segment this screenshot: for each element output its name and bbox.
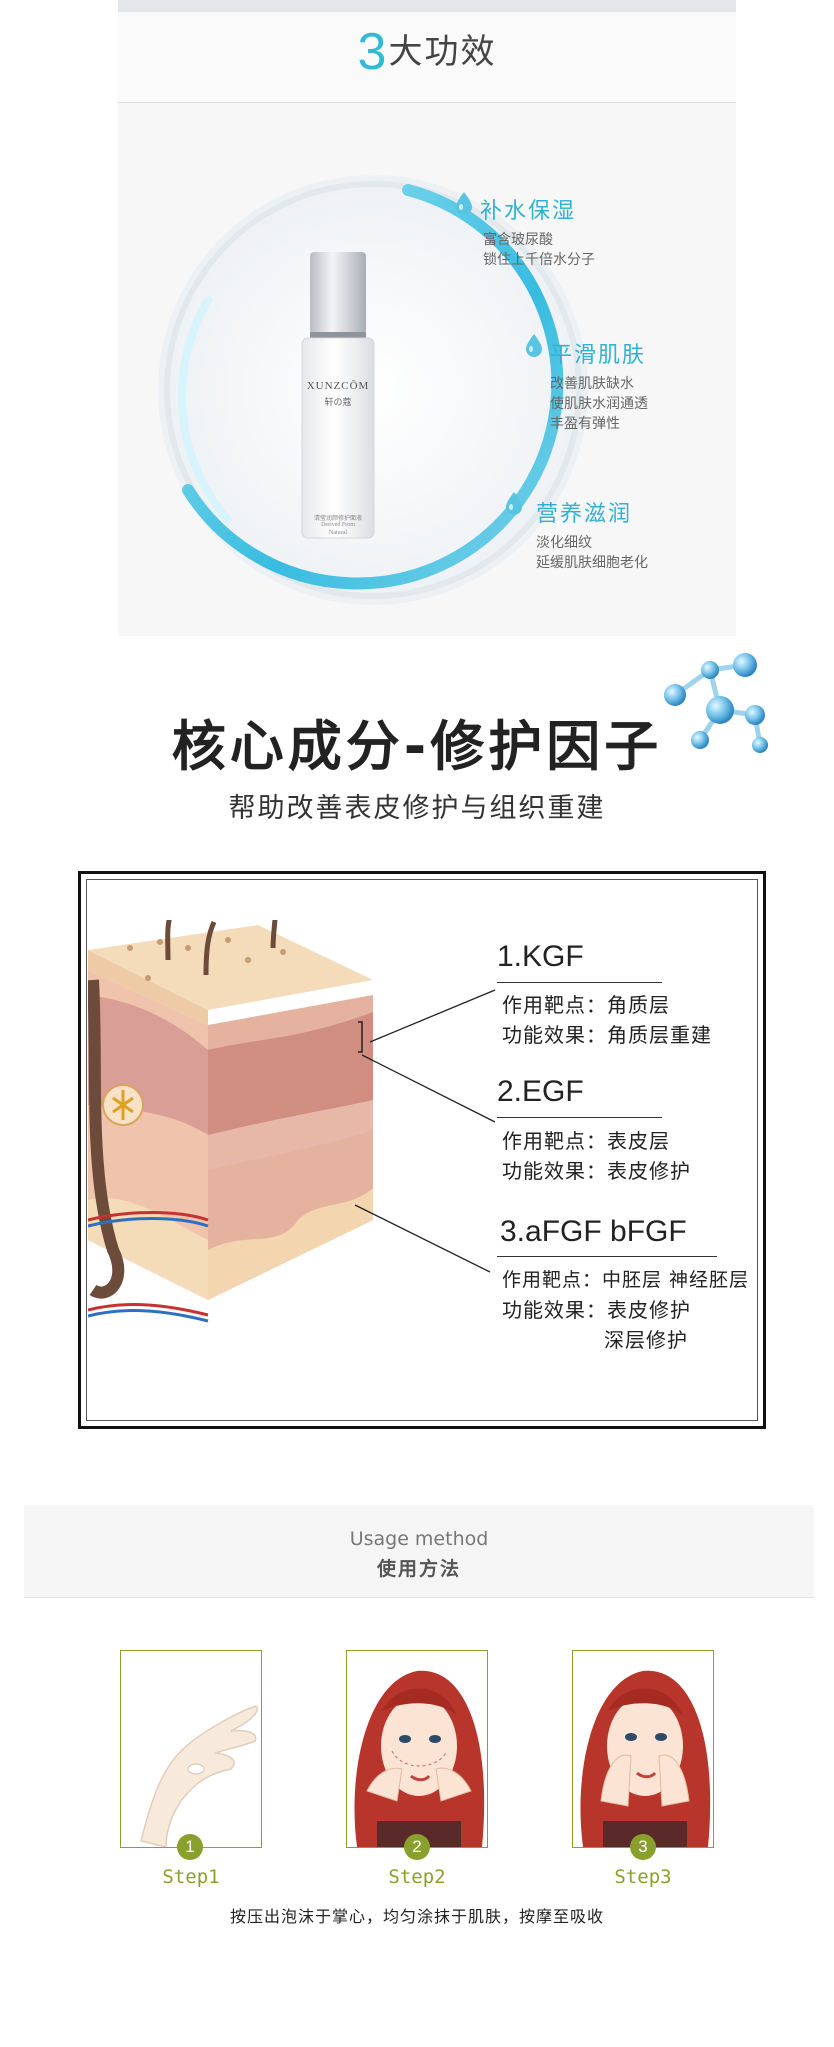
effect-line: 丰盈有弹性 (550, 416, 620, 432)
usage-title-en: Usage method (349, 1528, 489, 1550)
step-label: Step2 (388, 1866, 446, 1888)
effect-title-hydrate: 补水保湿 (480, 199, 577, 224)
factor-rule (497, 982, 662, 983)
product-brand: XUNZCŌM (306, 380, 370, 392)
step-label: Step1 (162, 1866, 220, 1888)
water-drop-icon (506, 492, 522, 515)
product-brand-cn: 轩の蔻 (324, 398, 352, 408)
effect-line: 淡化细纹 (536, 535, 592, 551)
effect-line: 延缓肌肤细胞老化 (536, 555, 648, 571)
step-2-image (346, 1650, 488, 1848)
usage-header-band (24, 1505, 814, 1598)
usage-title-cn: 使用方法 (376, 1558, 461, 1580)
top-bar (118, 0, 736, 12)
factor-line: 作用靶点：表皮层 (502, 1129, 670, 1153)
factor-rule (497, 1256, 717, 1257)
usage-instruction: 按压出泡沫于掌心，均匀涂抹于肌肤，按摩至吸收 (229, 1907, 604, 1926)
core-title: 核心成分-修护因子 (171, 715, 663, 778)
effect-line: 锁住上千倍水分子 (483, 252, 595, 268)
effect-title-nourish: 营养滋润 (536, 502, 633, 527)
factor-line: 深层修护 (604, 1328, 688, 1352)
step-number: 1 (177, 1834, 203, 1860)
effects-title-number: 3 (357, 23, 389, 81)
face-massage-illustration (354, 1670, 485, 1847)
effect-line: 使肌肤水润通透 (550, 396, 648, 412)
palm-illustration (140, 1705, 258, 1847)
product-bottle (301, 252, 375, 539)
factor-line: 功能效果：表皮修护 (502, 1298, 691, 1322)
effects-title: 3大功效 (118, 22, 736, 82)
diagram-inner-border (86, 879, 758, 1421)
skin-layer-diagram (88, 920, 373, 1323)
product-label-line2: Derived From (321, 522, 355, 528)
face-rinse-illustration (580, 1670, 711, 1847)
product-label-line1: 清莹润颜修护面液 (313, 515, 362, 522)
step-number: 2 (404, 1834, 430, 1860)
factor-rule (497, 1117, 662, 1118)
product-label-line3: Natural (329, 530, 347, 536)
molecule-icon (664, 653, 768, 753)
effect-line: 富含玻尿酸 (483, 232, 553, 248)
step-label: Step3 (614, 1866, 672, 1888)
step-3-image (572, 1650, 714, 1848)
water-drop-icon (526, 334, 542, 357)
factor-line: 作用靶点：中胚层 神经胚层 (502, 1269, 750, 1291)
effects-title-text: 大功效 (388, 32, 497, 72)
effects-section: 3大功效 (118, 0, 736, 636)
effect-title-smooth: 平滑肌肤 (550, 343, 647, 368)
factor-name-kgf: 1.KGF (497, 940, 584, 973)
factor-line: 功能效果：表皮修护 (502, 1159, 691, 1183)
pointer-lines (354, 989, 496, 1273)
core-subtitle: 帮助改善表皮修护与组织重建 (228, 793, 606, 824)
factor-name-egf: 2.EGF (497, 1075, 584, 1108)
step-1-image (120, 1650, 262, 1848)
effect-line: 改善肌肤缺水 (550, 376, 634, 392)
factor-line: 作用靶点：角质层 (502, 993, 670, 1017)
factor-name-fgf: 3.aFGF bFGF (500, 1215, 687, 1248)
water-drop-icon (456, 192, 472, 215)
factor-line: 功能效果：角质层重建 (502, 1023, 712, 1047)
effects-title-band (118, 12, 736, 103)
step-number: 3 (630, 1834, 656, 1860)
